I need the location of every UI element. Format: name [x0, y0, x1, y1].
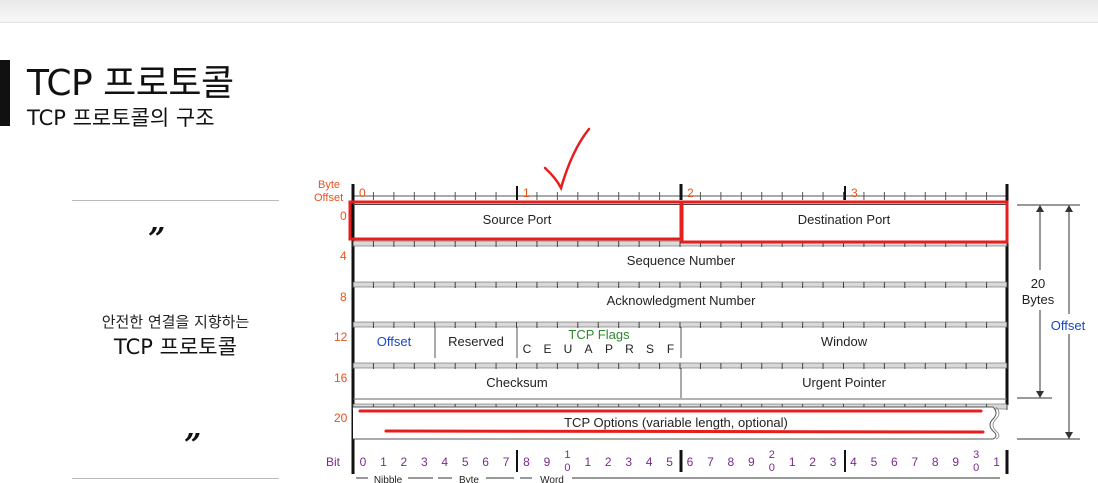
field-offset: Offset	[377, 334, 412, 349]
divider-bottom	[72, 478, 279, 479]
bit-number: 3	[830, 455, 837, 469]
bit-number: 1	[584, 455, 591, 469]
slide-subtitle: TCP 프로토콜의 구조	[27, 106, 215, 130]
unit-byte: Byte	[459, 475, 479, 483]
field-checksum: Checksum	[486, 375, 547, 390]
bit-number: 7	[503, 455, 510, 469]
field-tcp-options: TCP Options (variable length, optional)	[564, 415, 788, 430]
bit-number: 4	[646, 455, 653, 469]
divider-top	[72, 200, 279, 201]
bit-number: 1	[993, 455, 1000, 469]
unit-word: Word	[540, 475, 564, 483]
tcp-flag-letter: C	[523, 342, 532, 356]
row-offset-label: 12	[334, 330, 348, 344]
arrow-down-icon	[1036, 391, 1044, 398]
bit-number: 1	[564, 449, 570, 461]
bit-number: 4	[850, 455, 857, 469]
bit-number: 5	[871, 455, 878, 469]
options-row-edge	[992, 406, 1000, 440]
byte-tick-label: 3	[851, 186, 858, 200]
unit-nibble: Nibble	[374, 475, 403, 483]
bit-number: 2	[809, 455, 816, 469]
field-tcp-flags: TCP Flags	[568, 327, 630, 342]
bit-number: 5	[462, 455, 469, 469]
bit-number: 8	[932, 455, 939, 469]
bit-number: 1	[380, 455, 387, 469]
field-source-port: Source Port	[483, 212, 552, 227]
side-text-line1: 안전한 연결을 지향하는	[101, 313, 250, 331]
bit-number: 9	[952, 455, 959, 469]
bit-number: 6	[687, 455, 694, 469]
bit-number: 3	[625, 455, 632, 469]
field-window: Window	[821, 334, 868, 349]
title-accent-bar	[0, 60, 10, 126]
bit-number: 9	[748, 455, 755, 469]
bit-number: 3	[421, 455, 428, 469]
offset-side-label: Offset	[1051, 318, 1086, 333]
row-offset-label: 16	[334, 371, 348, 385]
slide-title: TCP 프로토콜	[27, 63, 234, 104]
bit-number: 4	[441, 455, 448, 469]
annotation-box-destination-port	[680, 200, 1009, 244]
bit-number: 6	[891, 455, 898, 469]
bit-number: 5	[666, 455, 673, 469]
bit-number: 0	[769, 462, 775, 474]
field-acknowledgment-number: Acknowledgment Number	[607, 293, 757, 308]
bit-number: 0	[360, 455, 367, 469]
header-size-unit: Bytes	[1022, 292, 1055, 307]
bit-number: 2	[401, 455, 408, 469]
tcp-flag-letter: E	[543, 342, 551, 356]
bit-number: 2	[605, 455, 612, 469]
arrow-up-icon	[1036, 205, 1044, 212]
bit-number: 1	[789, 455, 796, 469]
checkmark-icon	[543, 127, 591, 192]
bit-number: 0	[973, 462, 979, 474]
row-offset-label: 8	[340, 290, 347, 304]
bit-number: 8	[728, 455, 735, 469]
tcp-flag-letter: A	[584, 342, 592, 356]
tcp-flag-letter: R	[625, 342, 634, 356]
row-offset-label: 20	[334, 411, 348, 425]
tcp-flag-letter: P	[605, 342, 613, 356]
header-size-value: 20	[1031, 276, 1045, 291]
field-sequence-number: Sequence Number	[627, 253, 736, 268]
tcp-flag-letter: U	[564, 342, 573, 356]
byte-offset-label: Byte	[318, 179, 340, 191]
bit-label: Bit	[326, 455, 341, 469]
byte-tick-label: 1	[523, 186, 530, 200]
bit-number: 0	[564, 462, 570, 474]
tcp-flag-letter: F	[667, 342, 674, 356]
row-offset-label: 0	[340, 209, 347, 223]
field-reserved: Reserved	[448, 334, 504, 349]
window-top-bar	[0, 0, 1098, 23]
bit-number: 8	[523, 455, 530, 469]
side-text-line2: TCP 프로토콜	[114, 335, 237, 359]
row-offset-label: 4	[340, 249, 347, 263]
quote-open-mark: ”	[148, 222, 166, 257]
bit-number: 6	[482, 455, 489, 469]
annotation-underline	[384, 429, 985, 434]
field-urgent-pointer: Urgent Pointer	[802, 375, 886, 390]
byte-tick-label: 0	[359, 186, 366, 200]
bit-number: 2	[769, 449, 775, 461]
arrow-down-icon	[1065, 432, 1073, 439]
field-destination-port: Destination Port	[798, 212, 891, 227]
tcp-flag-letter: S	[646, 342, 654, 356]
arrow-up-icon	[1065, 205, 1073, 212]
bit-number: 7	[707, 455, 714, 469]
quote-close-mark: ”	[184, 428, 202, 463]
bit-number: 3	[973, 449, 979, 461]
byte-offset-label: Offset	[314, 192, 343, 204]
bit-number: 7	[911, 455, 918, 469]
bit-number: 9	[544, 455, 551, 469]
byte-tick-label: 2	[687, 186, 694, 200]
